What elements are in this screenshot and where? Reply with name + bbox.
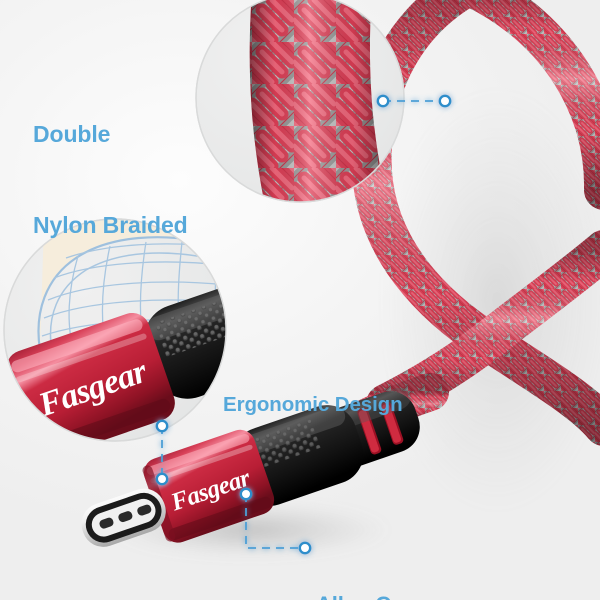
inset-connector-grip [143, 272, 226, 399]
leader-ergonomic [155, 419, 169, 486]
callout-line-1: Alloy Case [316, 590, 428, 600]
callout-double-nylon-braided: Double Nylon Braided [33, 58, 188, 301]
callout-line-1: Ergonomic Design [223, 393, 403, 417]
alloy-case: Fasgear [142, 429, 275, 543]
leader-alloy [239, 487, 312, 555]
braided-cable [347, 0, 600, 515]
callout-line-2: Nylon Braided [33, 211, 188, 238]
callout-ergonomic-design: Ergonomic Design [223, 337, 403, 472]
callout-alloy-case: Alloy Case [316, 532, 428, 600]
callout-line-1: Double [33, 120, 111, 147]
usb-c-connector: Fasgear [81, 387, 420, 558]
leader-braid [376, 94, 452, 108]
usb-c-tip [81, 488, 166, 547]
leader-lines [155, 94, 452, 555]
